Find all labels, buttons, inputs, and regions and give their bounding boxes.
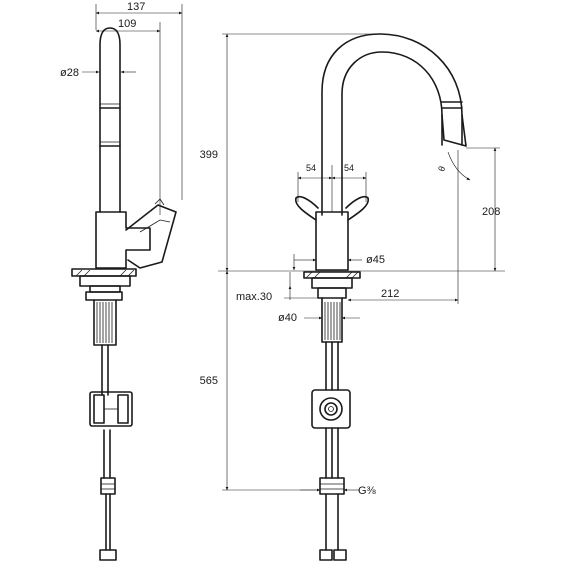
dimension-below-deck: 565 [200,270,320,491]
dim-565-label: 565 [200,375,218,387]
dimension-outlet-height: 208 [466,147,500,272]
dimension-thread-size: G⅜ [300,485,377,497]
dimension-hole-diameter: ø40 [278,312,360,324]
side-view: 137 109 ø28 [60,1,183,561]
dim-109-label: 109 [118,18,136,30]
side-spout [99,27,121,213]
side-threaded-shank [93,299,117,346]
dimension-deck-thickness: max.30 [236,272,318,303]
dim-54-right-label: 54 [344,163,354,173]
side-hose-weight [89,391,133,427]
dimension-overall-width: 137 [95,1,183,200]
side-hose-connector [100,477,116,495]
front-gooseneck-spout [321,33,463,216]
dim-o28-label: ø28 [60,67,79,79]
dimension-body-diameter: ø45 [292,254,385,271]
dimension-spout-reach: 109 [95,18,161,215]
dimension-handle-span: 54 54 [297,163,367,212]
side-lever-handle [125,204,177,269]
dimension-spout-projection: 212 [347,150,459,304]
front-hose-connector [319,477,345,495]
dim-212-label: 212 [381,288,399,300]
dim-o45-label: ø45 [366,254,385,266]
front-hose-weight [311,389,351,429]
dim-o40-label: ø40 [278,312,297,324]
dim-399-label: 399 [200,149,218,161]
front-handle-right [345,195,370,221]
front-base-plate [303,271,361,279]
dim-g38-label: G⅜ [358,485,377,497]
dim-54-left-label: 54 [306,163,316,173]
dim-137-label: 137 [127,1,145,13]
front-handle-left [294,195,319,221]
front-body [315,211,349,271]
side-body [95,211,151,269]
spray-angle-label: θ [436,165,447,173]
dimension-spout-diameter: ø28 [60,67,136,79]
dimension-spray-angle: θ [436,151,471,181]
front-view: 399 208 θ 5 [200,33,505,561]
dim-208-label: 208 [482,206,500,218]
dimension-total-height: 399 [200,33,380,272]
dim-max30-label: max.30 [236,291,272,303]
